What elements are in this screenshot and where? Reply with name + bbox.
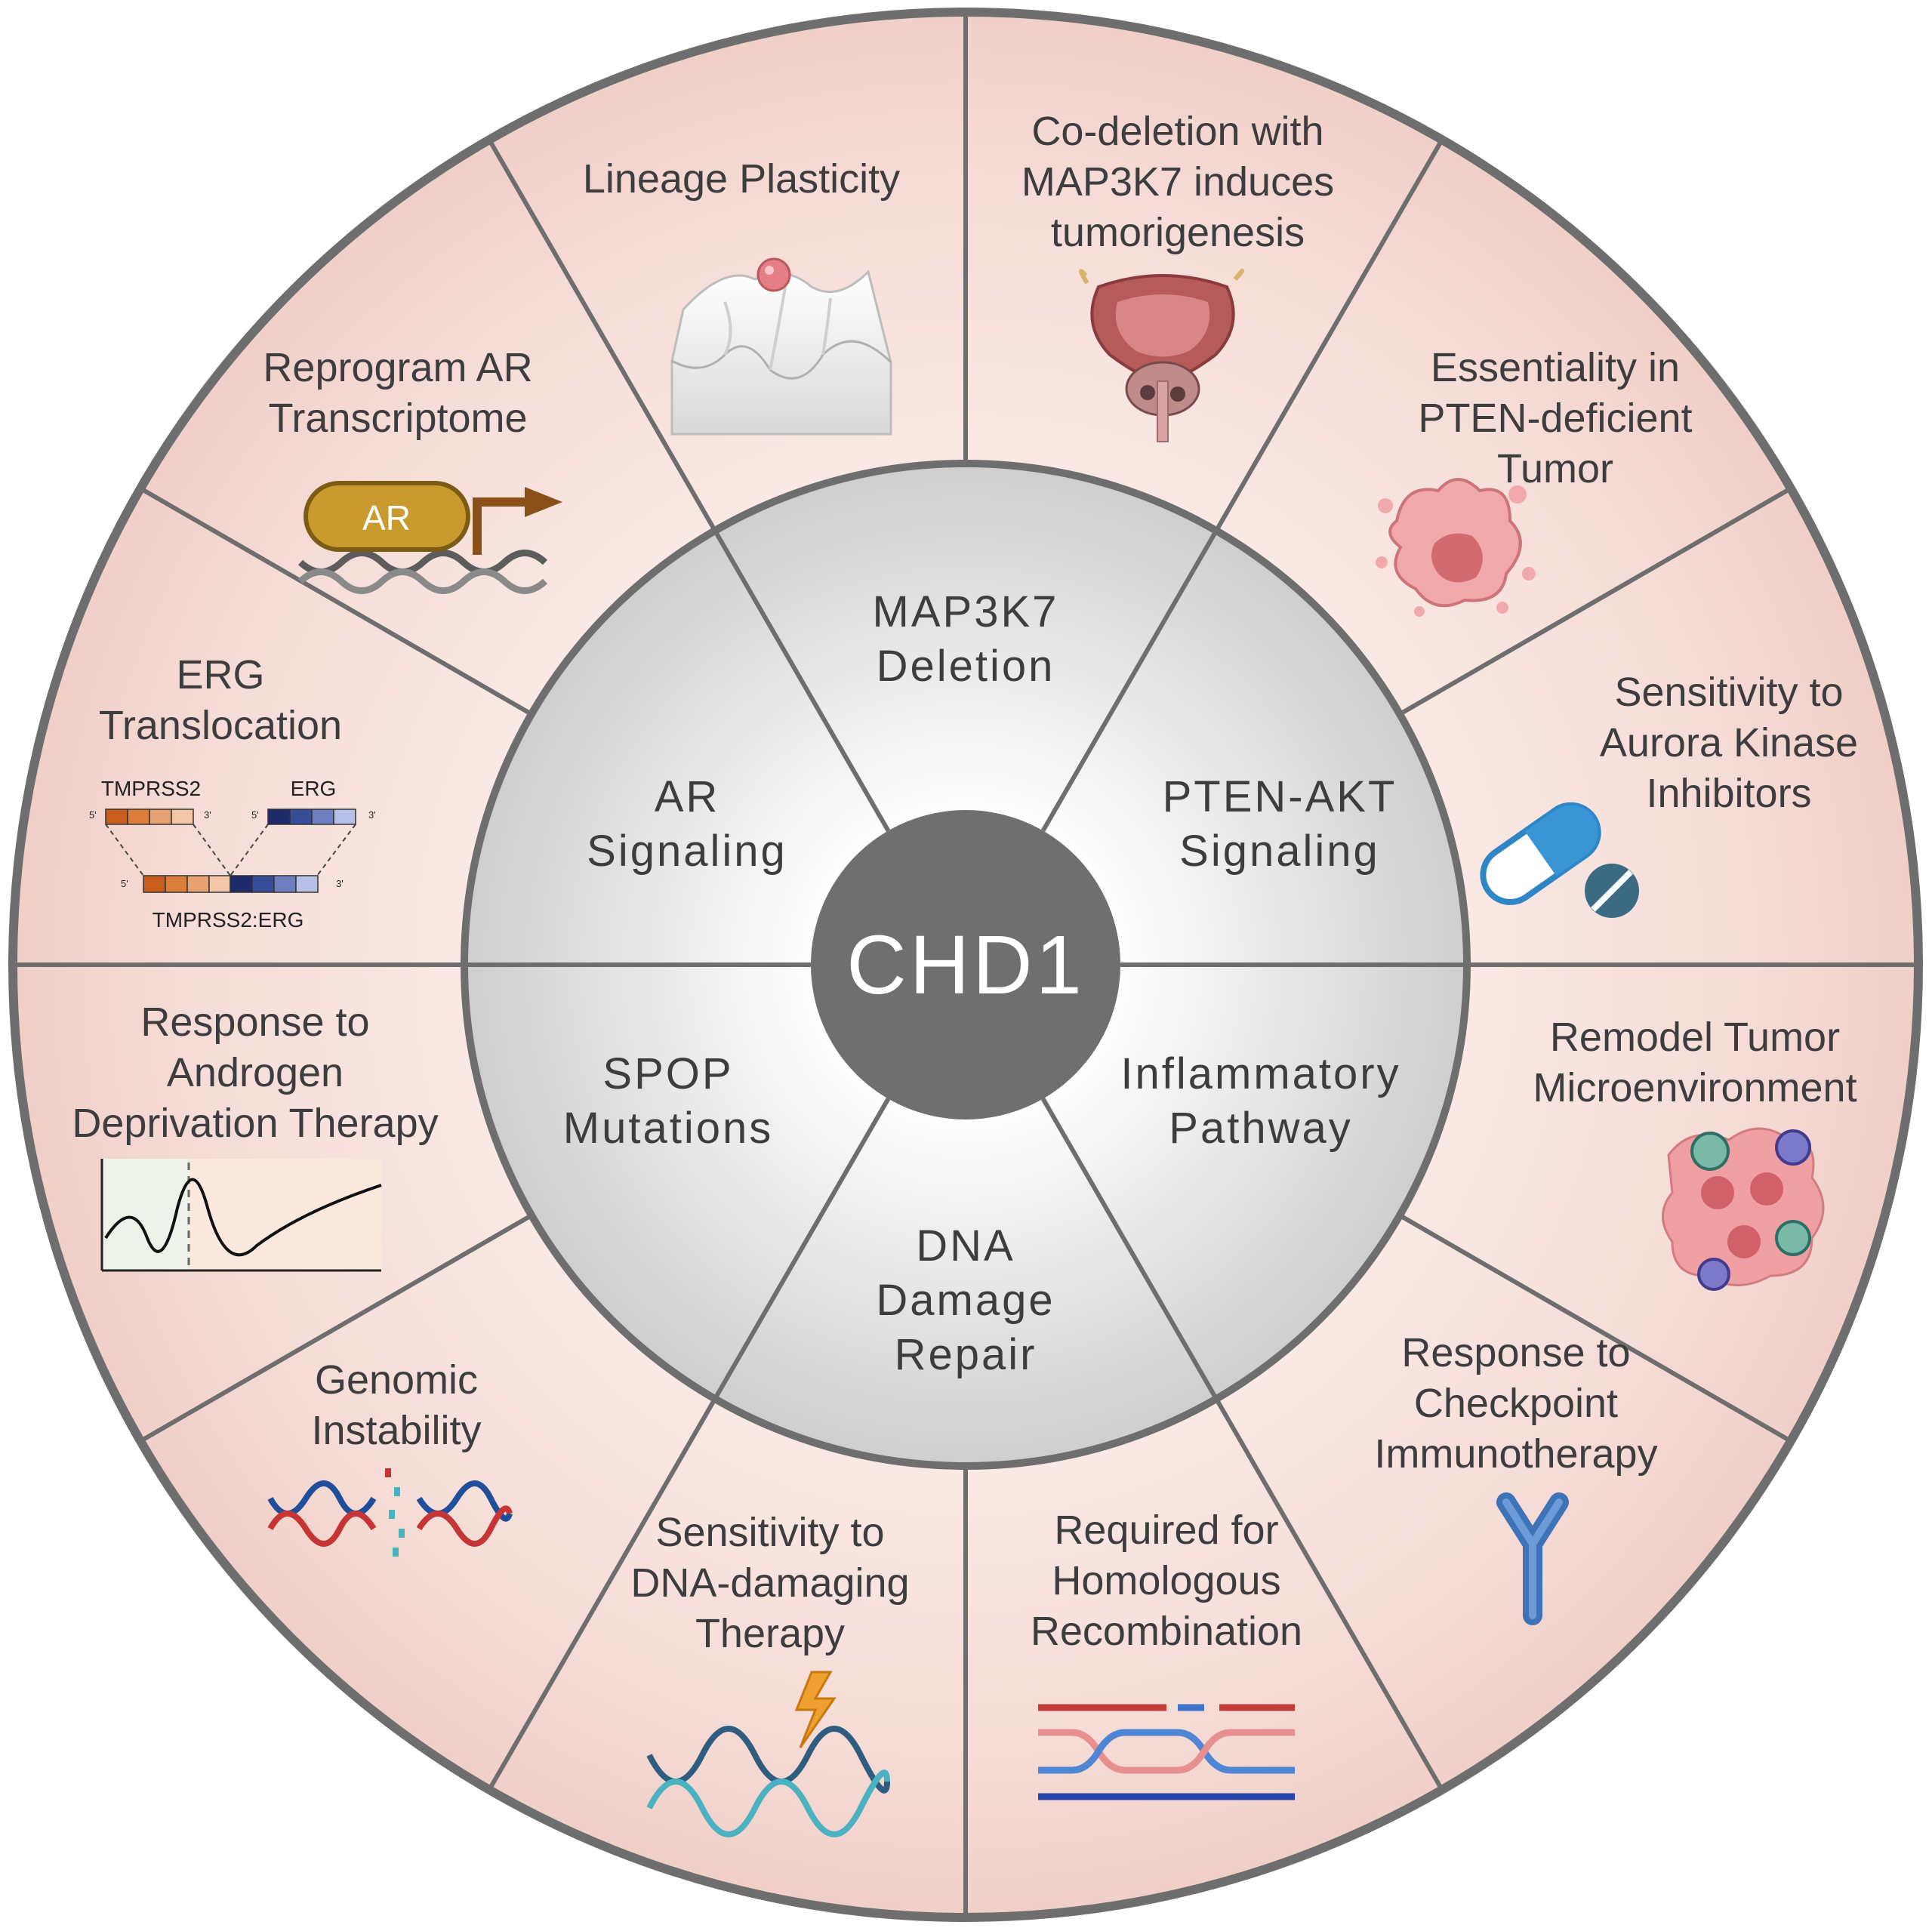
outer-divider-line <box>1214 138 1444 532</box>
gene-fusion-icon: TMPRSS2 ERG 5' 3' 5' 3' 5' <box>89 777 376 932</box>
fusion-combined-label: TMPRSS2:ERG <box>153 908 304 932</box>
fusion-tmprss2-label: TMPRSS2 <box>101 777 201 800</box>
fusion-erg-label: ERG <box>291 777 337 800</box>
tumor-microenvironment-icon <box>1662 1127 1825 1291</box>
inner-ring-dividers <box>464 529 1467 1400</box>
center-label: CHD1 <box>846 919 1085 1012</box>
outer-divider-line <box>487 138 717 532</box>
outer-divider-line <box>1214 1397 1444 1791</box>
outer-divider-line <box>487 1397 717 1791</box>
pill-icon <box>1480 802 1639 918</box>
inner-divider-line <box>713 1098 891 1400</box>
response-curve-icon <box>100 1159 382 1272</box>
prostate-icon <box>1079 269 1245 442</box>
ar-transcription-icon: AR <box>297 481 562 594</box>
inner-divider-line <box>1040 1098 1219 1400</box>
dna-damage-icon <box>646 1671 890 1837</box>
outer-divider-line <box>1398 486 1792 716</box>
fusion-five-prime-bottom: 5' <box>121 878 128 889</box>
tumor-cell-icon <box>1376 478 1536 617</box>
fusion-three-prime-left: 3' <box>204 809 211 821</box>
outer-divider-line <box>139 486 533 716</box>
tmprss2-gene-bar <box>105 808 194 825</box>
fusion-five-prime-right: 5' <box>251 809 259 821</box>
outer-divider-line <box>1398 1213 1792 1443</box>
broken-dna-icon <box>267 1468 513 1557</box>
inner-divider-line <box>1040 529 1219 832</box>
homologous-recombination-icon <box>1038 1704 1295 1800</box>
center-hub <box>811 810 1120 1120</box>
fusion-three-prime-right: 3' <box>368 809 376 821</box>
ar-box-label: AR <box>362 498 411 537</box>
antibody-icon <box>1496 1492 1569 1625</box>
fusion-three-prime-bottom: 3' <box>336 878 344 889</box>
landscape-icon <box>670 257 892 436</box>
outer-ring-dividers <box>13 12 1918 1917</box>
outer-divider-line <box>139 1213 533 1443</box>
inner-divider-line <box>713 529 891 832</box>
outer-label-lineage-plasticity: Lineage Plasticity <box>583 156 900 202</box>
erg-gene-bar <box>267 808 356 825</box>
fusion-five-prime-left: 5' <box>89 809 97 821</box>
fusion-gene-bar <box>143 875 319 893</box>
